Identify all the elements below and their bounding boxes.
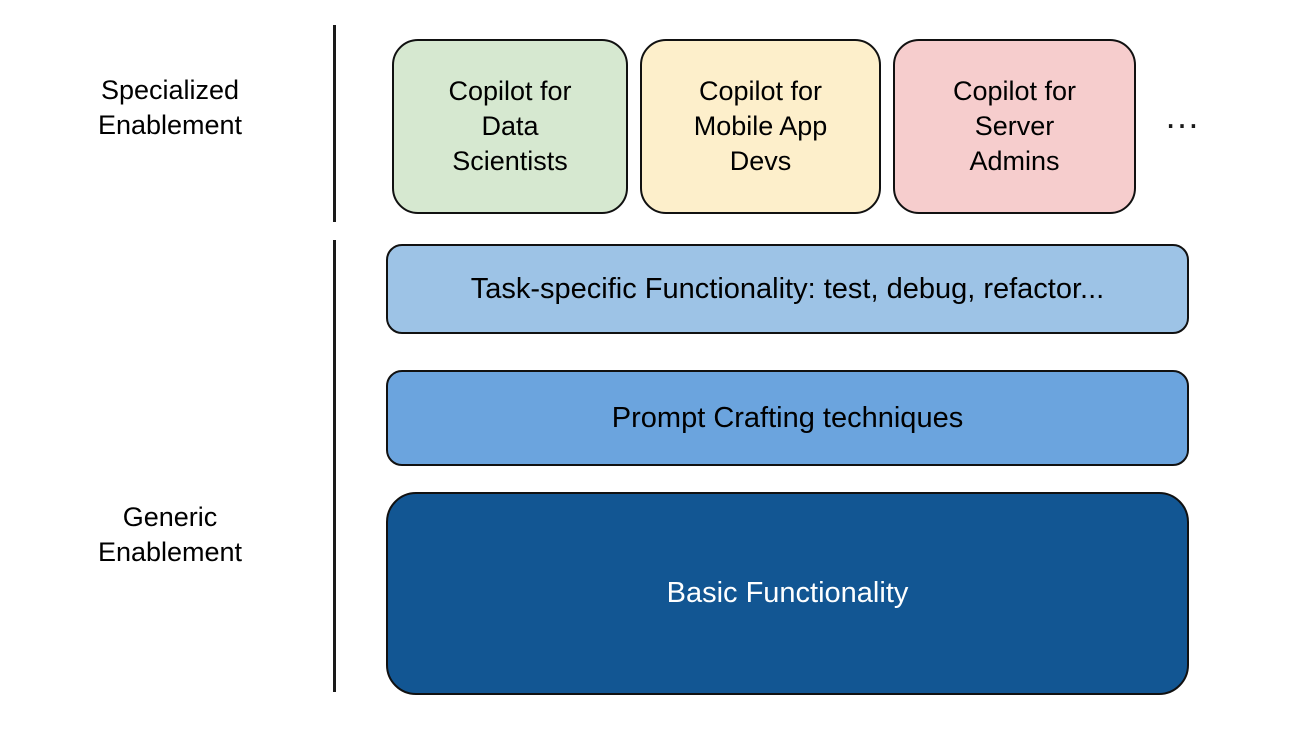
ellipsis-icon: … bbox=[1164, 95, 1200, 136]
layer-prompt-crafting-techniques[interactable]: Prompt Crafting techniques bbox=[386, 370, 1189, 466]
layer-task-specific-functionality[interactable]: Task-specific Functionality: test, debug… bbox=[386, 244, 1189, 334]
tier-label-specialized: Specialized Enablement bbox=[97, 75, 243, 141]
persona-card-server-admins[interactable]: Copilot for Server Admins bbox=[893, 39, 1136, 214]
persona-card-mobile-app-devs[interactable]: Copilot for Mobile App Devs bbox=[640, 39, 881, 214]
divider-line-specialized bbox=[333, 25, 336, 222]
persona-card-data-scientists[interactable]: Copilot for Data Scientists bbox=[392, 39, 628, 214]
divider-line-generic bbox=[333, 240, 336, 692]
layer-basic-functionality[interactable]: Basic Functionality bbox=[386, 492, 1189, 695]
tier-label-generic: Generic Enablement bbox=[97, 502, 243, 568]
